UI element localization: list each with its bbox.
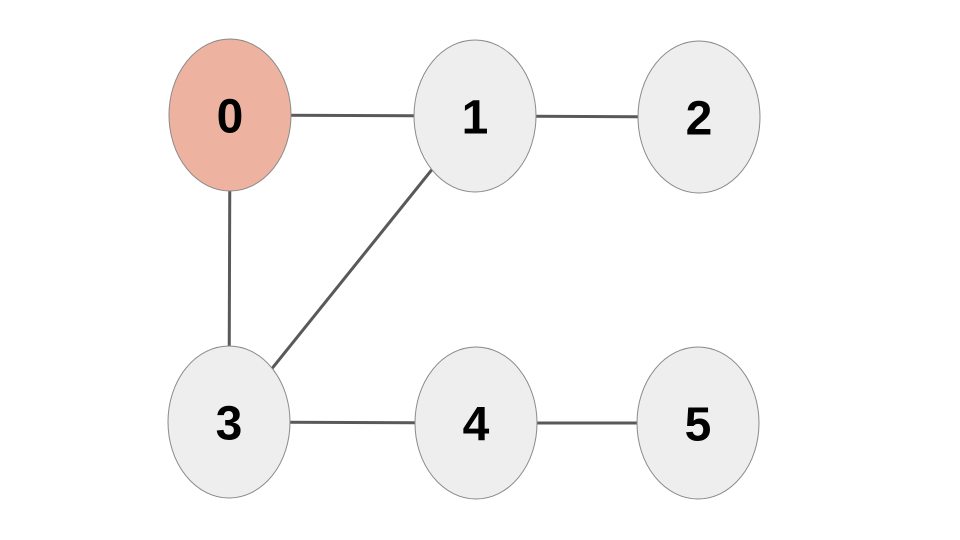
node-ellipse[interactable] (637, 40, 761, 194)
graph-node-1[interactable]: 1 (413, 39, 537, 193)
node-ellipse[interactable] (167, 345, 291, 499)
node-ellipse-highlighted[interactable] (168, 38, 292, 192)
node-label: 1 (462, 92, 489, 145)
graph-node-3[interactable]: 3 (167, 345, 291, 499)
node-label: 3 (216, 398, 243, 451)
node-label: 4 (463, 399, 490, 452)
graph-node-2[interactable]: 2 (637, 40, 761, 194)
graph-node-4[interactable]: 4 (414, 346, 538, 500)
node-ellipse[interactable] (413, 39, 537, 193)
node-ellipse[interactable] (414, 346, 538, 500)
graph-node-0[interactable]: 0 (168, 38, 292, 192)
node-label: 2 (686, 93, 713, 146)
node-label: 5 (685, 399, 712, 452)
node-label: 0 (217, 91, 244, 144)
graph-node-5[interactable]: 5 (636, 346, 760, 500)
node-ellipse[interactable] (636, 346, 760, 500)
